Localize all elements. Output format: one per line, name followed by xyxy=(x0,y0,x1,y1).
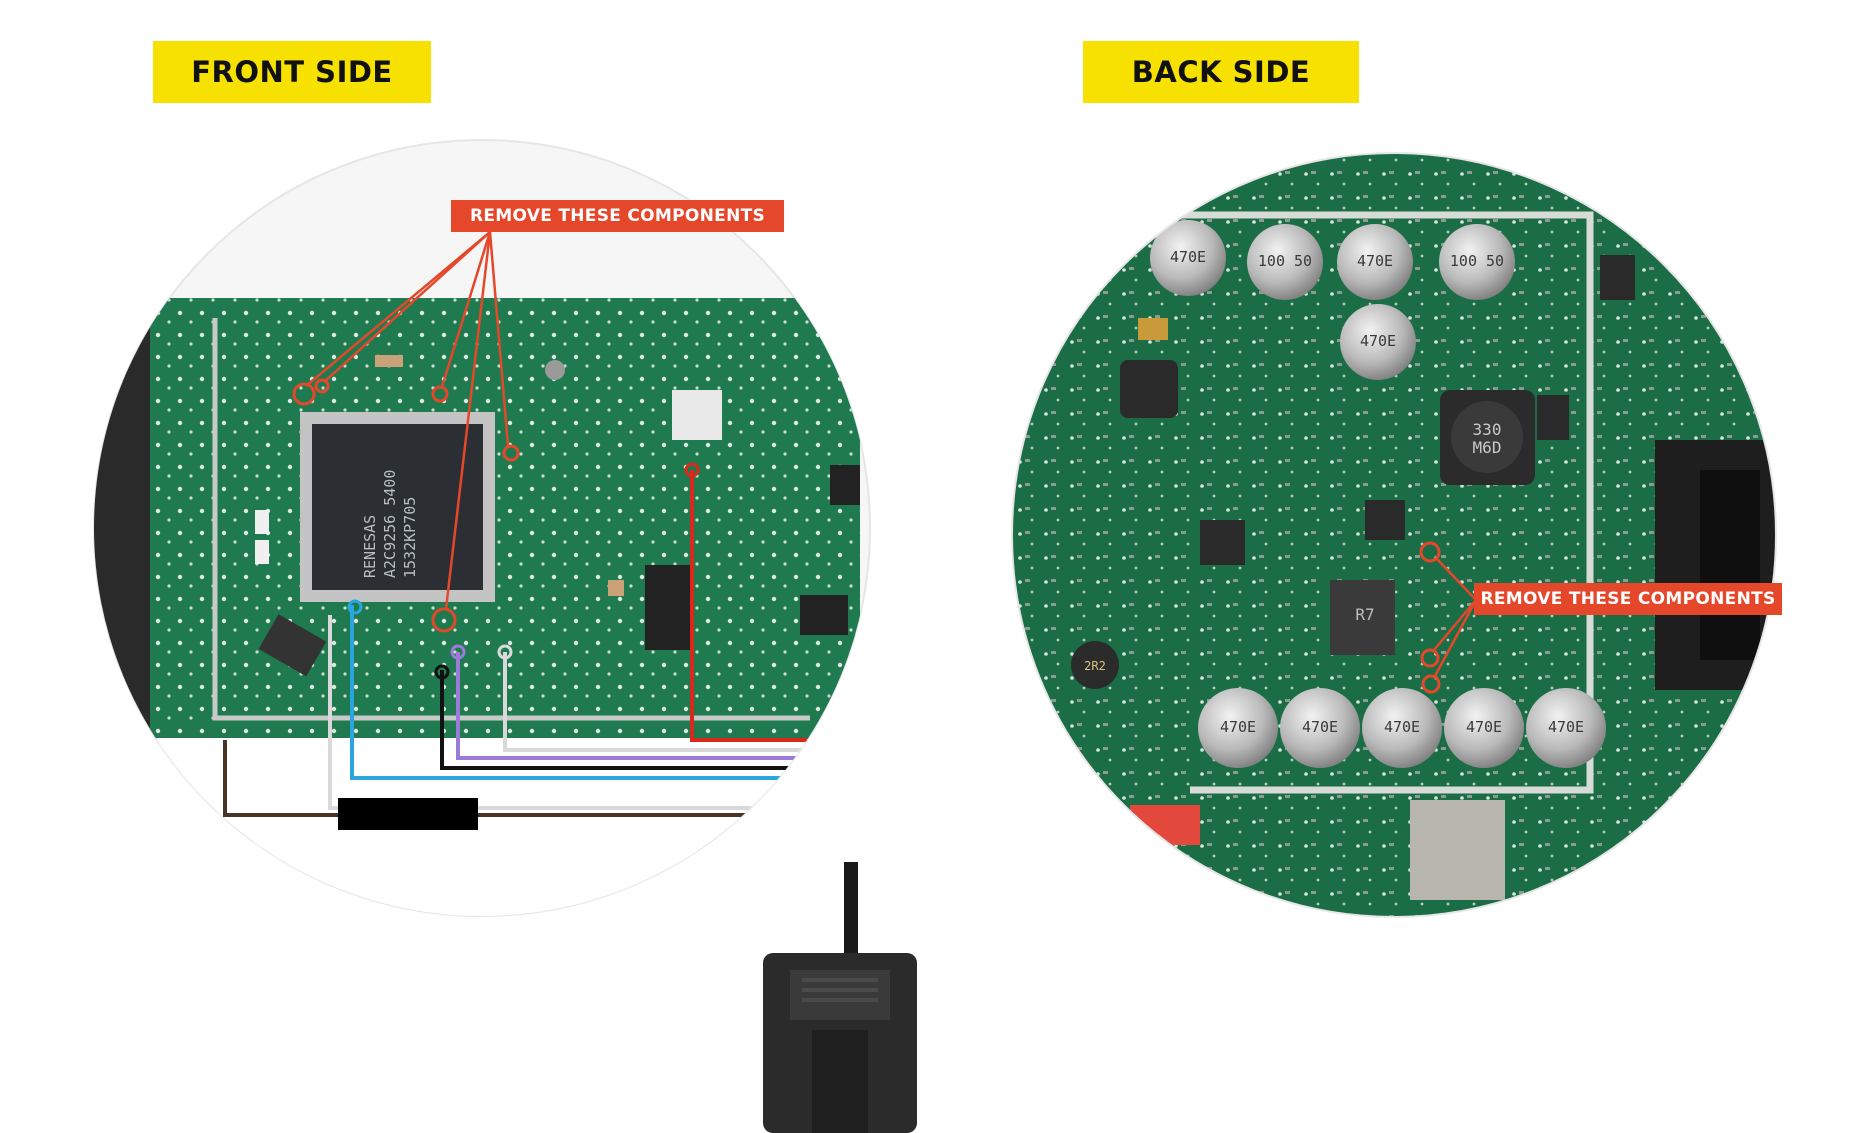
cap-label: 470E xyxy=(1220,718,1256,736)
cap-label: 470E xyxy=(1360,332,1396,350)
chip-text-line-3: 1532KP705 xyxy=(401,497,419,578)
back-side-label: BACK SIDE xyxy=(1083,41,1359,103)
highlight-circle xyxy=(431,385,449,403)
front-highlights xyxy=(292,378,520,633)
bottom-capacitors: 470E 470E 470E 470E 470E xyxy=(1198,688,1606,768)
r7-label: R7 xyxy=(1355,605,1374,624)
capacitor: 470E xyxy=(1150,220,1226,296)
cap-label: 470E xyxy=(1548,718,1584,736)
highlight-circle xyxy=(292,382,316,406)
capacitor: 470E xyxy=(1444,688,1524,768)
test-pad xyxy=(672,390,722,440)
cap-label: 470E xyxy=(1357,252,1393,270)
capacitor: 470E xyxy=(1340,304,1416,380)
ic-chip xyxy=(645,565,693,650)
inductor-2r2 xyxy=(1071,641,1119,689)
inductor-small xyxy=(1120,360,1178,418)
capacitor: 470E xyxy=(1337,224,1413,300)
front-remove-components-callout: REMOVE THESE COMPONENTS xyxy=(451,200,784,232)
highlight-circle xyxy=(1420,648,1440,668)
ic-chip xyxy=(800,595,848,635)
metal-shield xyxy=(1410,800,1505,900)
back-leader-lines xyxy=(1433,558,1478,677)
cap-label: 470E xyxy=(1302,718,1338,736)
transistor xyxy=(258,614,327,677)
back-side-view: 330 M6D R7 2R2 470E 100 50 470E xyxy=(1011,152,1777,918)
cap-label: 470E xyxy=(1384,718,1420,736)
cap-label: 100 50 xyxy=(1450,252,1504,270)
highlight-circle xyxy=(1421,674,1441,694)
ic-chip xyxy=(830,465,860,505)
housing-edge xyxy=(94,300,160,740)
highlight-circle xyxy=(431,607,457,633)
db9-connector-icon xyxy=(763,862,917,1133)
top-capacitors: 470E 100 50 470E 100 50 470E xyxy=(1150,220,1515,380)
cap-label: 470E xyxy=(1466,718,1502,736)
chip-text-line-2: A2C9256 5400 xyxy=(381,470,399,578)
capacitor: 470E xyxy=(1280,688,1360,768)
capacitor: 100 50 xyxy=(1439,224,1515,300)
cap-label: 100 50 xyxy=(1258,252,1312,270)
renesas-chip xyxy=(312,424,483,590)
heat-shrink xyxy=(338,798,478,830)
capacitor: 100 50 xyxy=(1247,224,1323,300)
highlight-circle xyxy=(1419,541,1441,563)
capacitor: 470E xyxy=(1198,688,1278,768)
r7-inductor xyxy=(1330,580,1395,655)
capacitor: 470E xyxy=(1526,688,1606,768)
front-leader-lines xyxy=(305,231,510,610)
highlight-circle xyxy=(502,444,520,462)
back-highlights xyxy=(1419,541,1441,694)
red-connector xyxy=(1130,805,1200,845)
highlight-circle xyxy=(314,378,330,394)
front-side-label: FRONT SIDE xyxy=(153,41,431,103)
chip-text-line-1: RENESAS xyxy=(361,515,379,578)
cap-label: 470E xyxy=(1170,248,1206,266)
capacitor: 470E xyxy=(1362,688,1442,768)
inductor-2r2-label: 2R2 xyxy=(1084,659,1106,673)
front-side-view: RENESAS A2C9256 5400 1532KP705 xyxy=(93,139,871,917)
inductor-330-line1: 330 xyxy=(1473,420,1502,439)
inductor-330-line2: M6D xyxy=(1473,438,1502,457)
back-remove-components-callout: REMOVE THESE COMPONENTS xyxy=(1474,583,1782,615)
